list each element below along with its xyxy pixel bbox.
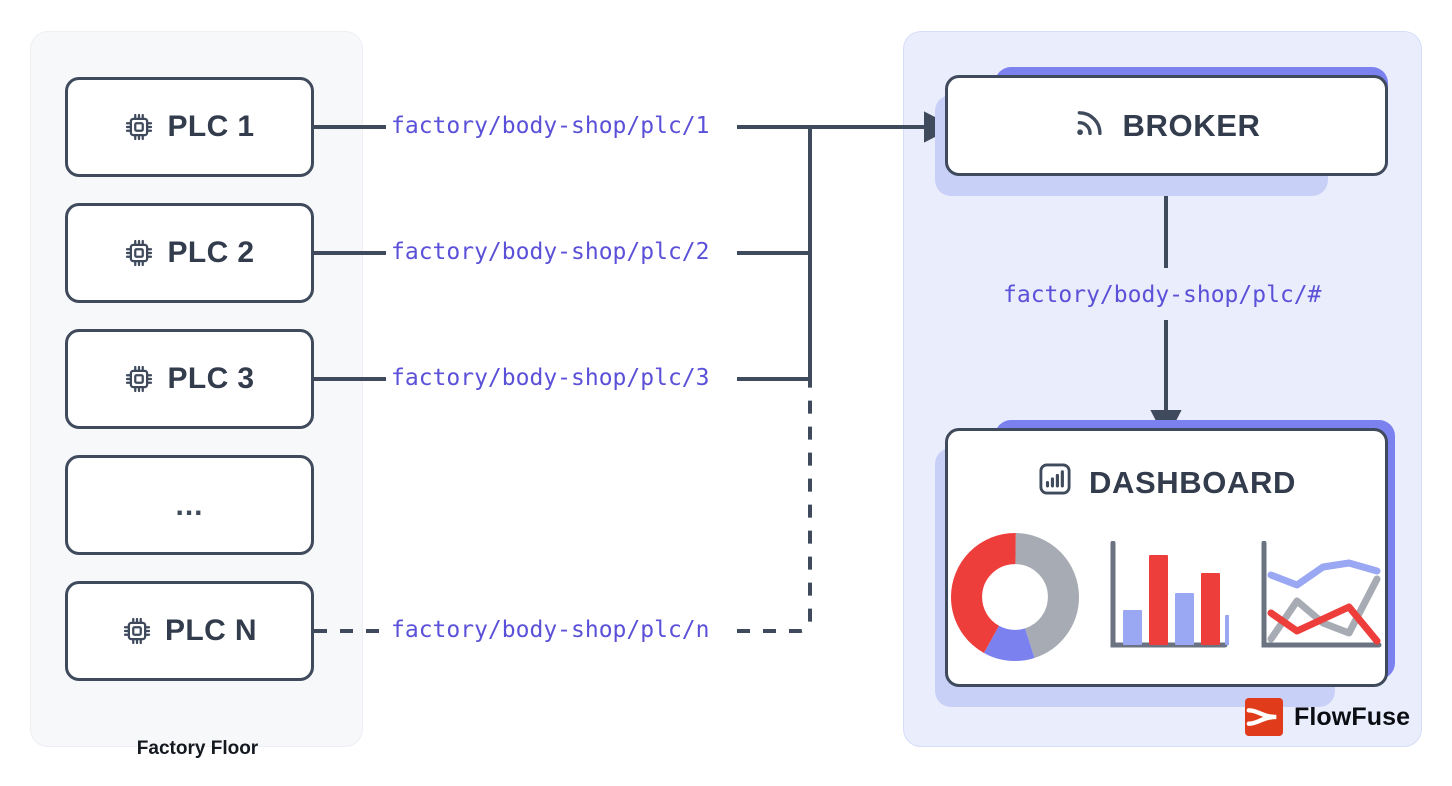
cpu-icon	[124, 238, 154, 268]
broker-node[interactable]: BROKER	[935, 67, 1388, 196]
bar-1	[1122, 610, 1142, 645]
bar-3	[1174, 593, 1194, 645]
broker-card[interactable]: BROKER	[945, 75, 1388, 176]
factory-floor-caption: Factory Floor	[136, 738, 259, 759]
topic-label-plc-2: factory/body-shop/plc/2	[391, 239, 710, 265]
line-series-gray	[1267, 575, 1380, 643]
topic-label-plc-n: factory/body-shop/plc/n	[391, 617, 710, 643]
donut-chart	[950, 533, 1079, 661]
donut-slice-b	[950, 533, 1079, 661]
topic-label-plc-1: factory/body-shop/plc/1	[391, 113, 710, 139]
topic-label-plc-3: factory/body-shop/plc/3	[391, 365, 710, 391]
bar-5	[1224, 615, 1229, 645]
ellipsis-label: ...	[175, 488, 204, 522]
dashboard-card[interactable]: DASHBOARD	[945, 428, 1388, 687]
dashboard-node[interactable]: DASHBOARD	[935, 420, 1395, 707]
line-series-red	[1267, 603, 1380, 645]
bar-4	[1200, 573, 1220, 645]
broker-label: BROKER	[1122, 107, 1261, 143]
plc-card-ellipsis[interactable]: ...	[65, 455, 314, 555]
donut-slice-c	[950, 533, 1079, 661]
donut-slice-a	[950, 533, 1079, 661]
bar-chart-icon	[1037, 461, 1073, 505]
line-series-upper	[1267, 559, 1380, 589]
dashboard-charts	[948, 527, 1385, 667]
bar-2	[1148, 555, 1168, 645]
wire-plc-n-right	[737, 379, 812, 633]
cpu-icon	[124, 112, 154, 142]
plc-label: PLC 1	[167, 110, 255, 143]
plc-card-n[interactable]: PLC N	[65, 581, 314, 681]
flowfuse-wordmark: FlowFuse	[1294, 702, 1411, 731]
line-chart	[1261, 541, 1381, 648]
rss-broadcast-icon	[1073, 105, 1107, 147]
flowfuse-logo-icon	[1245, 698, 1283, 736]
bar-chart	[1110, 541, 1229, 648]
plc-card-2[interactable]: PLC 2	[65, 203, 314, 303]
plc-card-1[interactable]: PLC 1	[65, 77, 314, 177]
flowfuse-brand: FlowFuse	[1245, 698, 1410, 736]
topic-label-subscribe: factory/body-shop/plc/#	[1003, 282, 1322, 308]
plc-label: PLC 3	[167, 362, 255, 395]
plc-label: PLC 2	[167, 236, 255, 269]
plc-label: PLC N	[165, 614, 257, 647]
dashboard-label: DASHBOARD	[1089, 465, 1296, 500]
cpu-icon	[122, 616, 152, 646]
plc-card-3[interactable]: PLC 3	[65, 329, 314, 429]
cpu-icon	[124, 364, 154, 394]
